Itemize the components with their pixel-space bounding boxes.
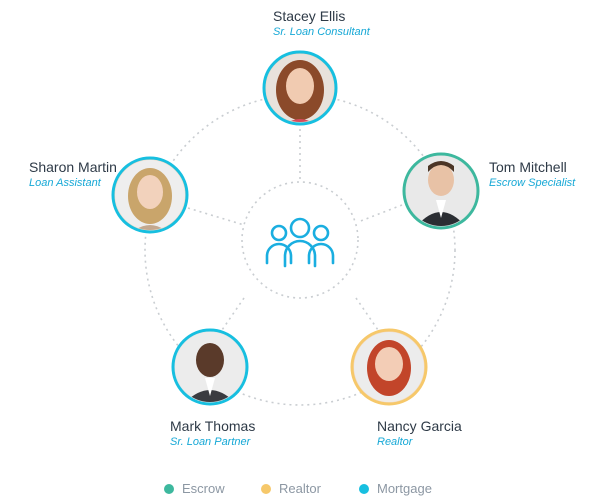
person-label-nancy: Nancy Garcia Realtor [377,419,462,448]
team-diagram [110,50,482,408]
person-name: Stacey Ellis [273,8,346,24]
person-label-stacey: Stacey Ellis Sr. Loan Consultant [273,9,370,38]
group-people-icon [265,217,335,268]
person-role: Loan Assistant [29,177,101,189]
legend-dot-realtor [261,483,271,494]
legend-dot-mortgage [359,483,369,494]
spokes [187,123,403,331]
spoke-tom [357,204,403,223]
avatar-nancy[interactable] [350,328,430,408]
person-label-mark: Mark Thomas Sr. Loan Partner [170,419,255,448]
person-role: Sr. Loan Partner [170,436,251,448]
person-role: Escrow Specialist [489,177,576,189]
spoke-nancy [355,297,379,331]
person-name: Sharon Martin [29,159,117,175]
legend-label: Realtor [279,481,321,496]
man-avatar-icon [406,156,476,226]
person-name: Mark Thomas [170,418,256,434]
person-role: Sr. Loan Consultant [273,26,370,38]
legend-item-escrow: Escrow [164,481,225,496]
spoke-mark [221,297,245,331]
woman-avatar-icon [115,160,185,230]
outer-dotted-ring [144,94,456,406]
person-name: Tom Mitchell [489,159,567,175]
avatar-tom[interactable] [400,150,482,232]
woman-avatar-icon [266,54,334,122]
man-avatar-icon [175,332,245,402]
person-label-tom: Tom Mitchell Escrow Specialist [489,160,575,189]
legend-item-mortgage: Mortgage [359,481,432,496]
person-role: Realtor [377,436,413,448]
person-name: Nancy Garcia [377,418,462,434]
woman-avatar-icon [354,332,424,402]
legend-label: Mortgage [377,481,432,496]
avatar-sharon[interactable] [110,156,190,236]
legend-dot-escrow [164,483,174,494]
legend-label: Escrow [182,481,225,496]
avatar-stacey[interactable] [260,50,340,130]
avatar-mark[interactable] [170,328,250,408]
legend-item-realtor: Realtor [261,481,321,496]
spoke-sharon [187,207,245,226]
person-label-sharon: Sharon Martin Loan Assistant [29,160,117,189]
